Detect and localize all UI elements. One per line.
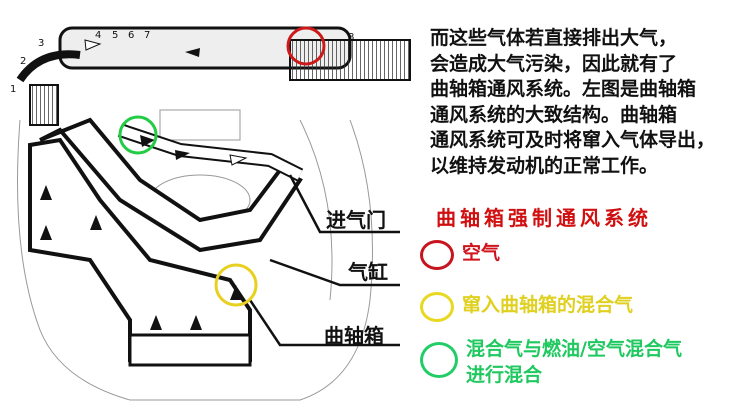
part-number: 2 <box>20 56 26 67</box>
label-cylinder: 气缸 <box>348 260 388 284</box>
description-paragraph: 而这些气体若直接排出大气， 会造成大气污染，因此就有了 曲轴箱通风系统。左图是曲… <box>430 26 750 179</box>
legend-label-line: 进行混合 <box>466 364 543 386</box>
system-title: 曲轴箱强制通风系统 <box>436 206 652 230</box>
legend-label-line: 混合气与燃油/空气混合气 <box>466 338 682 360</box>
part-number: 5 <box>112 30 118 41</box>
legend-item-mixing: 混合气与燃油/空气混合气 进行混合 <box>420 336 682 388</box>
legend-label: 窜入曲轴箱的混合气 <box>462 294 634 316</box>
red-circle-icon <box>420 240 454 270</box>
description-line: 会造成大气污染，因此就有了 <box>430 52 678 75</box>
description-line: 曲轴箱通风系统。左图是曲轴箱 <box>430 78 697 100</box>
green-circle-icon <box>420 342 458 378</box>
description-line: 以维持发动机的正常工作。 <box>430 154 659 177</box>
legend-label: 混合气与燃油/空气混合气 进行混合 <box>466 336 682 388</box>
label-intake-valve: 进气门 <box>326 208 386 232</box>
label-crankcase: 曲轴箱 <box>324 324 384 348</box>
yellow-circle-icon <box>420 292 454 322</box>
legend-item-blowby: 窜入曲轴箱的混合气 <box>420 292 633 322</box>
description-line: 通风系统的大致结构。曲轴箱 <box>430 103 678 126</box>
part-number: 6 <box>128 30 134 41</box>
part-number: 8 <box>348 32 354 43</box>
part-number: 1 <box>10 84 16 95</box>
legend-label: 空气 <box>462 242 501 264</box>
engine-cross-section: 1 2 3 4 5 6 7 8 <box>10 26 411 401</box>
part-number: 7 <box>144 30 150 41</box>
legend-item-air: 空气 <box>420 240 500 270</box>
part-number: 3 <box>38 38 44 49</box>
description-line: 通风系统可及时将窜入气体导出， <box>430 129 716 151</box>
description-line: 而这些气体若直接排出大气， <box>430 27 678 49</box>
part-number: 4 <box>95 30 101 41</box>
